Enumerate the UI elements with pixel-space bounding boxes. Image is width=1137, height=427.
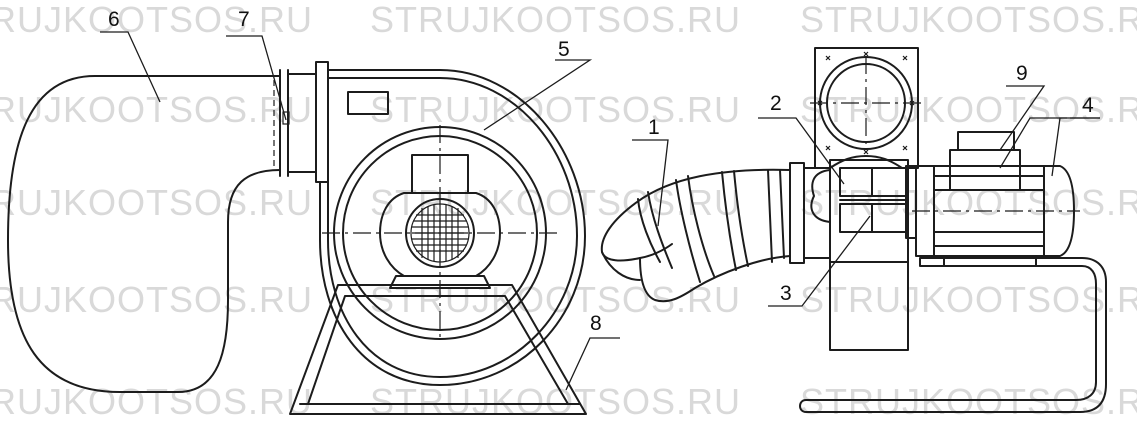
- watermark: STRUJKOOTSOS.RU: [800, 182, 1137, 223]
- watermark: RUJKOOTSOS.RU: [0, 381, 313, 422]
- watermark: RUJKOOTSOS.RU: [0, 279, 313, 320]
- callout-9: 9: [1016, 62, 1028, 85]
- callout-1: 1: [648, 116, 660, 139]
- callout-2: 2: [770, 92, 782, 115]
- watermark: STRUJKOOTSOS.RU: [800, 381, 1137, 422]
- fan-volute-casing: [319, 69, 586, 386]
- callout-3: 3: [780, 282, 792, 305]
- callout-5: 5: [558, 38, 570, 61]
- watermark: RUJKOOTSOS.RU: [0, 182, 313, 223]
- watermark: STRUJKOOTSOS.RU: [370, 89, 741, 130]
- watermark: STRUJKOOTSOS.RU: [800, 0, 1137, 40]
- callout-8: 8: [590, 312, 602, 335]
- watermark: STRUJKOOTSOS.RU: [370, 0, 741, 40]
- watermark: RUJKOOTSOS.RU: [0, 89, 313, 130]
- duct-clamp: [273, 69, 290, 177]
- fan-stand: [289, 284, 587, 415]
- watermark: STRUJKOOTSOS.RU: [370, 381, 741, 422]
- watermark: STRUJKOOTSOS.RU: [800, 279, 1137, 320]
- fan-outlet: [287, 61, 389, 183]
- support-rail: [799, 257, 1107, 413]
- callout-4: 4: [1082, 94, 1094, 117]
- watermark: RUJKOOTSOS.RU: [0, 0, 313, 40]
- callout-7: 7: [238, 8, 250, 31]
- callout-6: 6: [108, 8, 120, 31]
- flexible-duct: [7, 75, 281, 393]
- electric-motor: [912, 165, 1080, 267]
- leader-lines: [100, 31, 1100, 391]
- junction-box: [949, 131, 1021, 191]
- watermark: STRUJKOOTSOS.RU: [370, 182, 741, 223]
- fan-volute-inner: [327, 77, 578, 378]
- leader-9: [999, 85, 1046, 151]
- watermark: STRUJKOOTSOS.RU: [800, 89, 1137, 130]
- top-inlet-housing: [810, 47, 922, 169]
- corrugated-hose: [600, 168, 791, 303]
